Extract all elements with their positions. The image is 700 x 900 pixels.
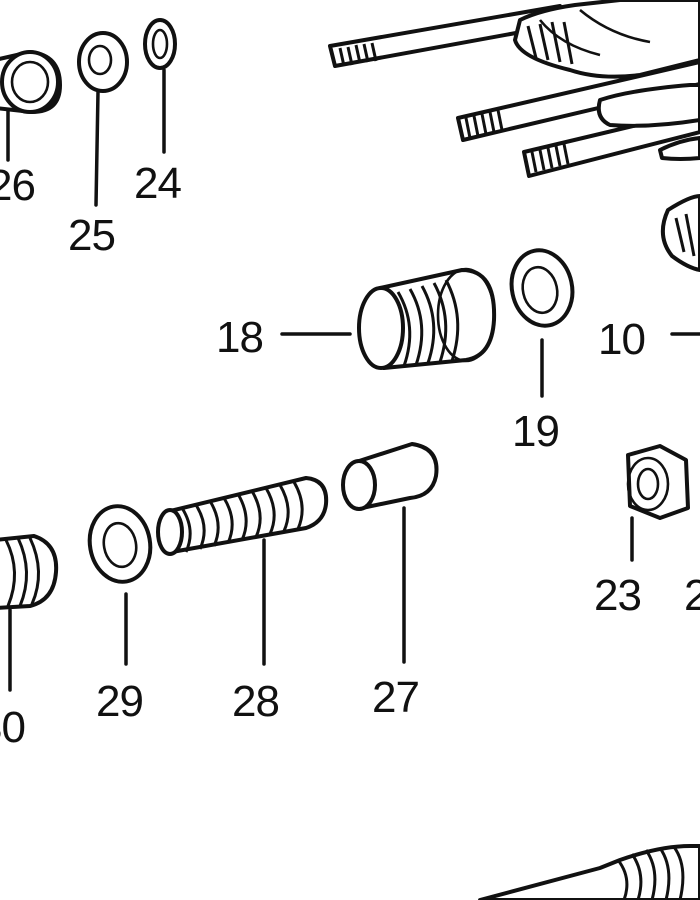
label-30: 30 xyxy=(0,703,25,752)
part-24-o-ring xyxy=(143,18,177,154)
label-2x: 2 xyxy=(684,571,700,620)
bottom-shaft-assembly xyxy=(478,844,700,900)
label-29: 29 xyxy=(96,677,143,726)
label-27: 27 xyxy=(372,673,419,722)
label-23: 23 xyxy=(594,571,641,620)
label-18: 18 xyxy=(216,313,263,362)
part-23-hex-nut xyxy=(626,444,690,562)
label-25: 25 xyxy=(68,211,115,260)
label-26: 26 xyxy=(0,161,35,210)
part-27-cylinder-pin xyxy=(341,442,439,664)
part-30-threaded-fitting xyxy=(0,534,59,692)
label-28: 28 xyxy=(232,677,279,726)
part-10-fitting xyxy=(660,194,700,336)
part-26-cap-nut xyxy=(0,50,62,162)
label-10: 10 xyxy=(598,315,645,364)
label-24: 24 xyxy=(134,159,181,208)
part-29-washer xyxy=(87,504,153,666)
part-18-threaded-sleeve xyxy=(280,267,497,370)
part-19-seal-ring xyxy=(509,248,575,398)
label-19: 19 xyxy=(512,407,559,456)
part-25-washer xyxy=(77,31,129,207)
part-28-spring xyxy=(156,476,329,666)
valve-block-assembly xyxy=(328,0,700,178)
